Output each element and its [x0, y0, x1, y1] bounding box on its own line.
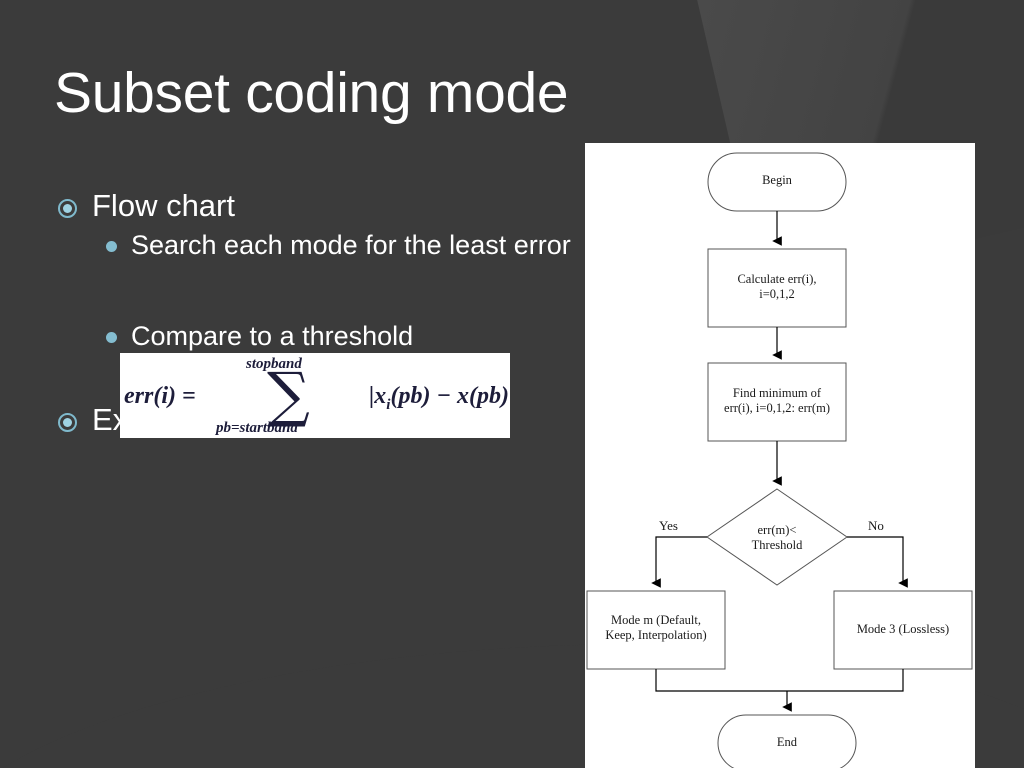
page-title: Subset coding mode [54, 61, 569, 125]
node-findmin-shape [707, 362, 847, 442]
edge-decision-no [847, 536, 908, 588]
formula-lower-limit: pb=startband [216, 420, 298, 436]
bullet-dot-icon [106, 331, 117, 343]
node-begin-shape [707, 152, 847, 212]
list-item: Flow chart [58, 186, 578, 226]
list-item: Search each mode for the least error [106, 228, 578, 263]
edge-label-yes: Yes [659, 518, 678, 533]
node-decision-shape [706, 488, 848, 586]
formula-image: err(i) = stopband ∑ pb=startband |xi(pb)… [120, 353, 510, 438]
formula-upper-limit: stopband [246, 356, 302, 372]
summation-icon: ∑ [267, 360, 310, 430]
node-calculate-shape [707, 248, 847, 328]
bullet-ring-icon [58, 412, 77, 432]
bullet-ring-icon [58, 199, 77, 218]
list-item: Compare to a threshold [106, 319, 578, 354]
flowchart-image: Begin Calculate err(i), i=0,1,2 Find min… [585, 143, 975, 768]
node-end-shape [717, 714, 857, 768]
flowchart-diagram [586, 152, 973, 768]
formula-placeholder-gap [58, 263, 578, 319]
edge-decision-yes [651, 536, 707, 588]
formula-right-side: |xi(pb) − x(pb)| [369, 383, 510, 413]
node-mode3-shape [833, 590, 973, 670]
node-modem-shape [586, 590, 726, 670]
bullet-dot-icon [106, 240, 117, 252]
list-item-label: Search each mode for the least error [131, 229, 571, 260]
edge-modes-merge [655, 669, 904, 692]
list-item-label: Compare to a threshold [131, 320, 414, 351]
list-item-label: Flow chart [92, 188, 235, 223]
formula-left-side: err(i) = [124, 383, 196, 409]
edge-label-no: No [868, 518, 884, 533]
